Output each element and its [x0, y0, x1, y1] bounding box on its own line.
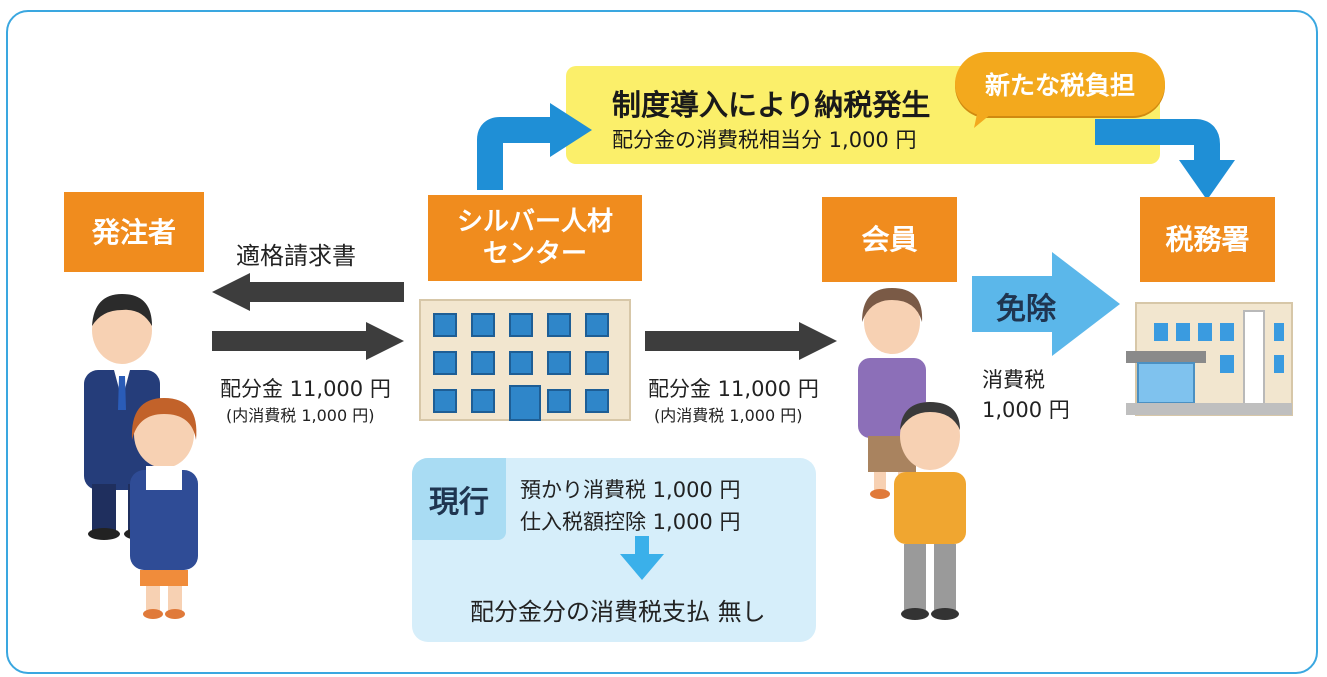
invoice-arrow — [212, 273, 404, 311]
payment-arrow-to-center — [212, 322, 404, 360]
payment-arrow-to-member — [645, 322, 837, 360]
payment-right-amount: 配分金 11,000 円 — [648, 377, 819, 401]
arrow-center-to-new-system — [477, 103, 592, 190]
current-system-tag-label: 現行 — [429, 485, 489, 520]
current-system-down-arrow — [620, 536, 664, 580]
current-system-line1: 預かり消費税 1,000 円 — [520, 478, 741, 502]
new-tax-burden-badge: 新たな税負担 — [955, 52, 1165, 116]
new-system-heading: 制度導入により納税発生 — [612, 88, 931, 122]
new-tax-burden-text: 新たな税負担 — [984, 71, 1135, 100]
arrow-new-system-to-tax-office — [1095, 119, 1235, 200]
node-orderer: 発注者 — [64, 192, 204, 272]
node-member: 会員 — [822, 197, 957, 282]
node-member-label: 会員 — [861, 223, 918, 256]
badge-pointer — [974, 100, 1008, 128]
current-system-tag: 現行 — [412, 458, 506, 540]
current-system-line2: 仕入税額控除 1,000 円 — [520, 510, 741, 534]
node-tax-office: 税務署 — [1140, 197, 1275, 282]
payment-left-amount: 配分金 11,000 円 — [220, 377, 391, 401]
node-center-line1: シルバー人材 — [456, 206, 613, 237]
exemption-arrow — [972, 252, 1120, 356]
node-silver-center: シルバー人材 センター — [428, 195, 642, 281]
current-system-result: 配分金分の消費税支払 無し — [470, 598, 766, 626]
center-building-icon — [419, 299, 631, 421]
tax-office-building-icon — [1126, 302, 1293, 416]
exemption-label: 免除 — [996, 292, 1056, 327]
node-center-line2: センター — [482, 239, 587, 269]
invoice-label: 適格請求書 — [236, 242, 356, 270]
new-system-detail: 配分金の消費税相当分 1,000 円 — [612, 128, 917, 152]
payment-right-tax: (内消費税 1,000 円) — [654, 406, 803, 425]
node-tax-office-label: 税務署 — [1165, 223, 1250, 256]
node-orderer-label: 発注者 — [91, 215, 176, 249]
member-tax-amount: 1,000 円 — [982, 398, 1070, 422]
payment-left-tax: (内消費税 1,000 円) — [226, 406, 375, 425]
orderer-woman-icon — [130, 398, 198, 619]
member-tax-label: 消費税 — [982, 368, 1045, 392]
member-man-icon — [894, 402, 966, 620]
